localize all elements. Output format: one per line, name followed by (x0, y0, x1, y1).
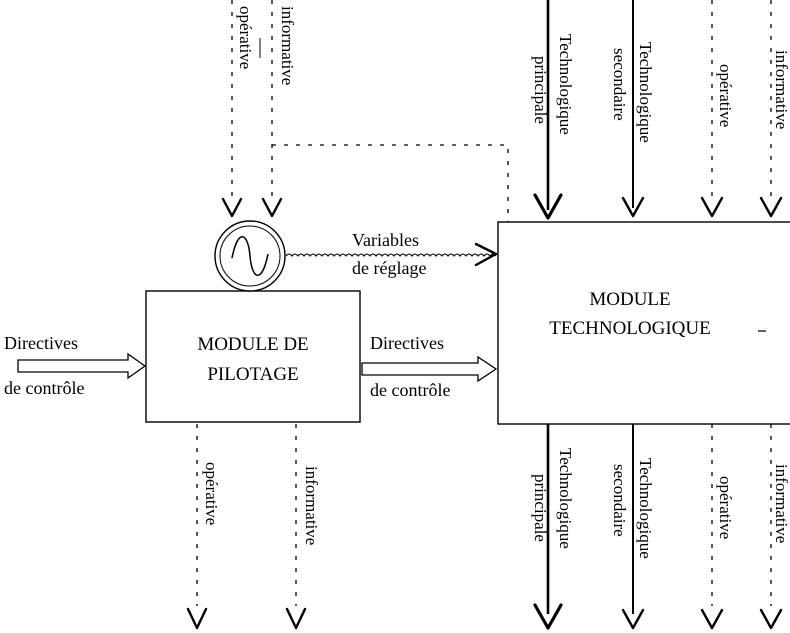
tech-output-secondary-label-2: secondaire (610, 464, 629, 537)
tech-input-principal-label-1: Technologique (556, 34, 575, 135)
tech-output-secondary-arrowhead (621, 608, 645, 630)
pilot-input-operative-label: opérative (236, 6, 255, 69)
variables-arrowhead (474, 242, 498, 267)
tech-output-operative-arrowhead (700, 608, 724, 630)
tech-output-operative-label: opérative (716, 476, 735, 539)
middle-directives-arrow (361, 355, 498, 383)
tech-output-informative-arrowhead (759, 608, 783, 630)
tech-output-informative-label: informative (772, 464, 790, 543)
left-directives-label-line2: de contrôle (4, 378, 84, 398)
tech-input-informative-label: informative (772, 50, 790, 129)
pilot-output-operative-label: opérative (202, 462, 221, 525)
pilot-module-title-line1: MODULE DE (197, 334, 308, 355)
tech-module-title-line2: TECHNOLOGIQUE (549, 318, 710, 339)
variables-label-line2: de réglage (352, 258, 426, 278)
info-feedback-loop (272, 144, 509, 222)
tech-output-principal-label-1: Technologique (556, 448, 575, 549)
tech-output-secondary-label-1: Technologique (636, 458, 655, 559)
tech-input-operative-arrowhead (700, 196, 724, 218)
tech-input-secondary-label-1: Technologique (636, 42, 655, 143)
left-directives-label-line1: Directives (4, 333, 78, 353)
tech-input-operative-label: opérative (716, 64, 735, 127)
regulator-inner-ring (219, 225, 281, 287)
tech-module-box (497, 221, 790, 425)
tech-input-secondary-arrowhead (621, 196, 645, 218)
tech-module-title-line1: MODULE (589, 289, 670, 310)
left-directives-arrow (17, 352, 147, 380)
tech-input-informative-arrowhead (759, 196, 783, 218)
tech-input-principal-arrowhead (533, 193, 563, 220)
tech-input-principal-label-2: principale (531, 56, 550, 124)
pilot-output-operative-arrowhead (186, 607, 208, 630)
pilot-output-informative-label: informative (302, 466, 321, 545)
variables-label-line1: Variables (352, 230, 419, 250)
pilot-input-informative-arrowhead (261, 197, 283, 218)
pilot-input-informative-label: informative (278, 6, 297, 85)
pilot-input-operative-arrowhead (221, 197, 243, 218)
middle-directives-label-line2: de contrôle (370, 380, 450, 400)
variables-wavy-link (285, 253, 497, 257)
sine-wave-icon (231, 236, 269, 276)
tech-input-secondary-label-2: secondaire (610, 48, 629, 121)
tech-output-principal-label-2: principale (531, 474, 550, 542)
middle-directives-label-line1: Directives (370, 333, 444, 353)
pilot-output-informative-arrowhead (285, 607, 307, 630)
tech-output-principal-arrowhead (533, 603, 563, 630)
pilot-module-title-line2: PILOTAGE (207, 364, 298, 385)
pilot-module-box (145, 290, 361, 423)
